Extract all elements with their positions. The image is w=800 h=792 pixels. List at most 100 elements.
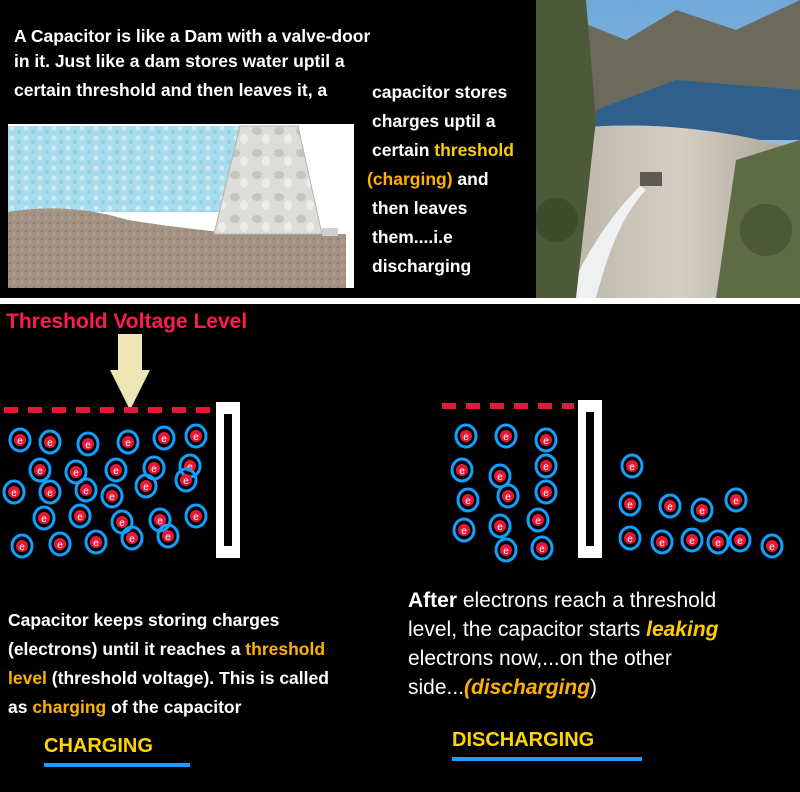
electron-icon: e (110, 509, 134, 535)
dam-photo (536, 0, 800, 298)
electron-icon: e (178, 453, 202, 479)
electron-icon: e (454, 423, 478, 449)
charging-underline (44, 763, 190, 767)
intro-line: A Capacitor is like a Dam with a valve-d… (14, 26, 371, 46)
electron-icon: e (488, 513, 512, 539)
svg-text:e: e (497, 472, 503, 483)
svg-text:e: e (463, 432, 469, 443)
svg-text:e: e (125, 438, 131, 449)
electron-icon: e (28, 457, 52, 483)
caption-line: side...(discharging) (408, 673, 597, 702)
electron-icon: e (174, 467, 198, 493)
electron-icon: e (452, 517, 476, 543)
electron-icon: e (2, 479, 26, 505)
svg-text:e: e (689, 536, 695, 547)
electron-icon: e (534, 427, 558, 453)
caption-line: electrons now,...on the other (408, 647, 672, 670)
svg-text:e: e (733, 496, 739, 507)
caption-text-part: electrons reach a threshold (457, 589, 717, 612)
svg-text:e: e (699, 506, 705, 517)
electron-icon: e (8, 427, 32, 453)
electron-icon: e (184, 423, 208, 449)
down-arrow-icon (110, 334, 150, 410)
analogy-line: certain threshold (372, 136, 514, 165)
caption-line: Capacitor keeps storing charges (8, 610, 280, 630)
electron-icon: e (650, 529, 674, 555)
svg-text:e: e (737, 536, 743, 547)
caption-text-part: ) (590, 676, 598, 699)
svg-text:e: e (119, 518, 125, 529)
svg-text:e: e (187, 462, 193, 473)
svg-text:e: e (539, 544, 545, 555)
svg-text:e: e (627, 500, 633, 511)
caption-text-part: (electrons) until it reaches a (8, 639, 246, 659)
svg-text:e: e (627, 534, 633, 545)
charging-highlight: charging (32, 697, 107, 717)
electron-icon: e (728, 527, 752, 553)
discharging-label: DISCHARGING (452, 729, 595, 751)
electron-icon: e (530, 535, 554, 561)
electron-icon: e (10, 533, 34, 559)
electron-icon: e (658, 493, 682, 519)
svg-text:e: e (503, 546, 509, 557)
electron-icon: e (526, 507, 550, 533)
svg-text:e: e (11, 488, 17, 499)
svg-text:e: e (535, 516, 541, 527)
analogy-line: capacitor stores (372, 82, 508, 102)
svg-text:e: e (543, 436, 549, 447)
svg-text:e: e (497, 522, 503, 533)
electron-icon: e (84, 529, 108, 555)
electron-icon: e (64, 459, 88, 485)
electron-icon: e (48, 531, 72, 557)
svg-text:e: e (543, 488, 549, 499)
electron-icon: e (620, 453, 644, 479)
electron-icon: e (148, 507, 172, 533)
electron-icon: e (534, 479, 558, 505)
electron-icon: e (450, 457, 474, 483)
svg-text:e: e (629, 462, 635, 473)
electron-icon: e (618, 491, 642, 517)
svg-text:e: e (47, 488, 53, 499)
level-highlight: level (8, 668, 47, 688)
analogy-line: (charging) and (367, 165, 489, 194)
svg-text:e: e (129, 534, 135, 545)
electron-icon: e (534, 453, 558, 479)
svg-text:e: e (193, 512, 199, 523)
electron-icon: e (134, 473, 158, 499)
svg-text:e: e (143, 482, 149, 493)
svg-text:e: e (151, 464, 157, 475)
caption-text-part: (threshold voltage). This is called (46, 668, 329, 688)
analogy-line: then leaves (372, 198, 468, 218)
svg-text:e: e (109, 492, 115, 503)
svg-text:e: e (193, 432, 199, 443)
electron-icon: e (38, 429, 62, 455)
electron-icon: e (38, 479, 62, 505)
dam-illustration (8, 124, 354, 288)
intro-line: in it. Just like a dam stores water upti… (14, 51, 345, 71)
discharging-highlight: (discharging (464, 676, 591, 699)
caption-text-part: as (8, 697, 33, 717)
caption-line: After electrons reach a threshold (408, 586, 716, 615)
svg-text:e: e (73, 468, 79, 479)
svg-text:e: e (165, 532, 171, 543)
svg-text:e: e (715, 538, 721, 549)
section-divider (0, 298, 800, 304)
charging-highlight: (charging) (367, 169, 453, 189)
analogy-line: them....i.e (372, 227, 453, 247)
threshold-title: Threshold Voltage Level (6, 310, 248, 333)
svg-text:e: e (37, 466, 43, 477)
discharging-underline (452, 757, 642, 761)
svg-text:e: e (667, 502, 673, 513)
electron-icon: e (706, 529, 730, 555)
caption-line: (electrons) until it reaches a threshold (8, 635, 325, 664)
svg-text:e: e (659, 538, 665, 549)
electron-icon: e (618, 525, 642, 551)
caption-text-part: side... (408, 676, 465, 699)
electron-icon: e (494, 537, 518, 563)
electron-icon: e (68, 503, 92, 529)
svg-text:e: e (459, 466, 465, 477)
intro-line: certain threshold and then leaves it, a (14, 80, 328, 100)
charging-label: CHARGING (44, 735, 153, 757)
caption-line: as charging of the capacitor (8, 693, 241, 722)
